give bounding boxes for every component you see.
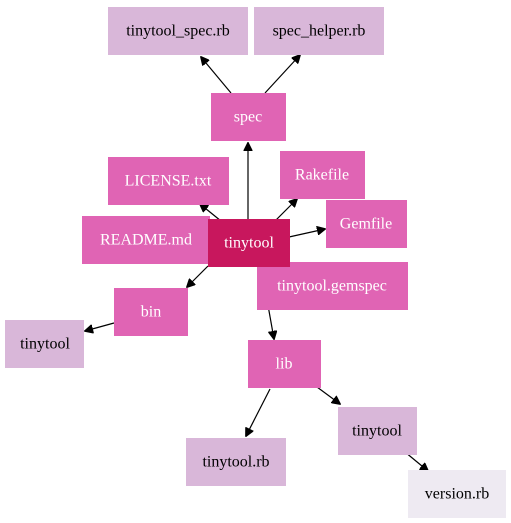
node-bin-tinytool[interactable]: tinytool <box>5 320 84 368</box>
edge-root-to-license <box>200 204 222 222</box>
node-label: tinytool <box>224 235 274 252</box>
node-label: Gemfile <box>340 216 392 233</box>
node-label: version.rb <box>425 486 489 503</box>
edge-root-to-bin <box>187 265 209 287</box>
edge-root-to-gemfile <box>288 229 325 238</box>
edge-lib-to-lib-tinytool-rb <box>246 388 271 436</box>
edge-bin-to-bin-tinytool <box>85 322 115 331</box>
node-license[interactable]: LICENSE.txt <box>108 157 229 205</box>
node-bin[interactable]: bin <box>114 288 188 336</box>
node-box <box>211 93 286 141</box>
node-label: spec <box>234 109 262 126</box>
node-box <box>280 151 365 199</box>
node-rakefile[interactable]: Rakefile <box>280 151 365 199</box>
node-label: tinytool <box>352 423 402 440</box>
node-box <box>257 262 408 310</box>
node-spec[interactable]: spec <box>211 93 286 141</box>
node-label: README.md <box>100 232 192 249</box>
node-label: tinytool <box>20 336 70 353</box>
node-lib-tinytool-rb[interactable]: tinytool.rb <box>186 438 286 486</box>
node-box <box>338 407 417 455</box>
node-box <box>5 320 84 368</box>
node-label: tinytool.gemspec <box>277 278 387 295</box>
node-label: tinytool_spec.rb <box>126 23 230 40</box>
node-lib[interactable]: lib <box>248 340 321 388</box>
node-box <box>208 219 290 267</box>
node-box <box>114 288 188 336</box>
node-readme[interactable]: README.md <box>82 216 210 264</box>
node-label: tinytool.rb <box>202 454 269 471</box>
node-box <box>248 340 321 388</box>
edge-spec-to-tinytool-spec <box>201 57 232 94</box>
node-label: Rakefile <box>295 167 349 184</box>
node-tinytool-spec[interactable]: tinytool_spec.rb <box>108 7 248 55</box>
node-box <box>408 470 506 518</box>
node-label: spec_helper.rb <box>273 23 366 40</box>
node-gemfile[interactable]: Gemfile <box>326 200 407 248</box>
node-box <box>254 7 384 55</box>
node-box <box>326 200 407 248</box>
node-label: lib <box>276 356 293 373</box>
node-box <box>108 157 229 205</box>
edge-root-to-rakefile <box>275 199 297 221</box>
node-spec-helper[interactable]: spec_helper.rb <box>254 7 384 55</box>
node-lib-tinytool[interactable]: tinytool <box>338 407 417 455</box>
node-root-tinytool[interactable]: tinytool <box>208 219 290 267</box>
node-box <box>82 216 210 264</box>
node-version[interactable]: version.rb <box>408 470 506 518</box>
node-box <box>186 438 286 486</box>
edge-spec-to-spec-helper <box>264 55 300 94</box>
node-box <box>108 7 248 55</box>
edge-lib-tinytool-to-version <box>404 451 428 471</box>
node-label: bin <box>141 304 161 321</box>
node-label: LICENSE.txt <box>125 173 212 190</box>
node-gemspec[interactable]: tinytool.gemspec <box>257 262 408 310</box>
edge-lib-to-lib-tinytool <box>316 386 340 404</box>
